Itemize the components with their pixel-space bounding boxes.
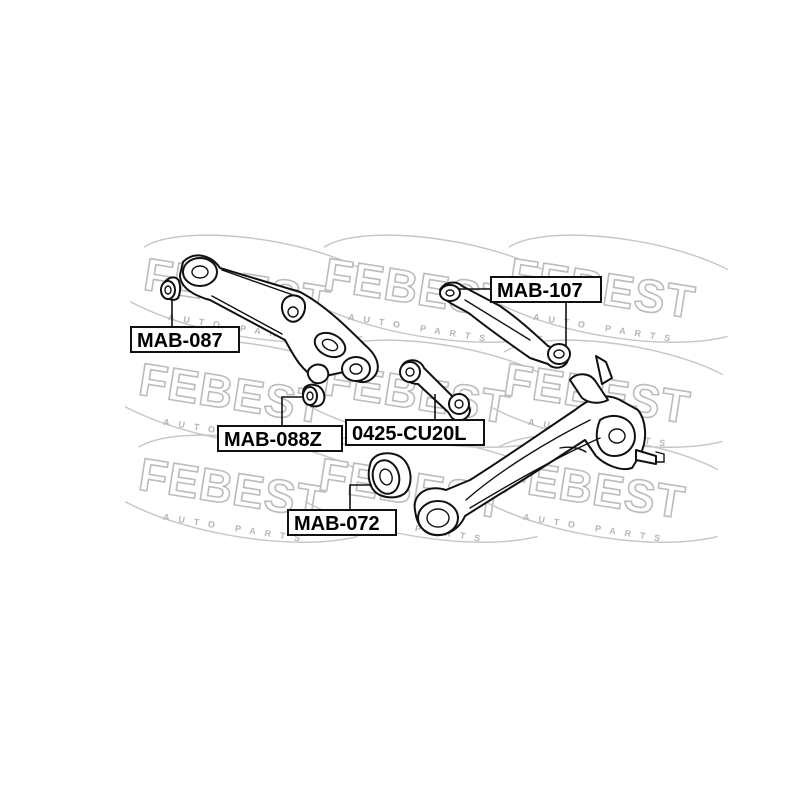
callout-label-mab-072: MAB-072	[294, 513, 380, 535]
callout-mab-107[interactable]: MAB-107	[490, 276, 602, 303]
trailing-arm-knuckle	[413, 355, 665, 537]
callout-label-mab-107: MAB-107	[497, 280, 583, 302]
bushing-mab-072	[367, 452, 412, 499]
lateral-link-0425-cu20l	[399, 359, 471, 422]
bushing-mab-088z	[302, 383, 326, 408]
callout-mab-088z[interactable]: MAB-088Z	[217, 425, 343, 452]
callout-0425-cu20l[interactable]: 0425-CU20L	[345, 419, 485, 446]
leader-mab-088z	[281, 396, 303, 426]
callout-label-0425-cu20l: 0425-CU20L	[352, 423, 467, 445]
callout-mab-087[interactable]: MAB-087	[130, 326, 240, 353]
lower-control-arm	[179, 254, 379, 385]
leader-mab-072	[349, 484, 372, 510]
callout-label-mab-088z: MAB-088Z	[224, 429, 322, 451]
bushing-mab-087	[160, 276, 182, 301]
callout-label-mab-087: MAB-087	[137, 330, 223, 352]
upper-control-arm	[439, 281, 571, 369]
part-callouts: MAB-087 MAB-107 MAB-088Z 0425-CU20L MAB-…	[130, 276, 602, 536]
callout-mab-072[interactable]: MAB-072	[287, 509, 397, 536]
leader-lines	[171, 288, 567, 510]
